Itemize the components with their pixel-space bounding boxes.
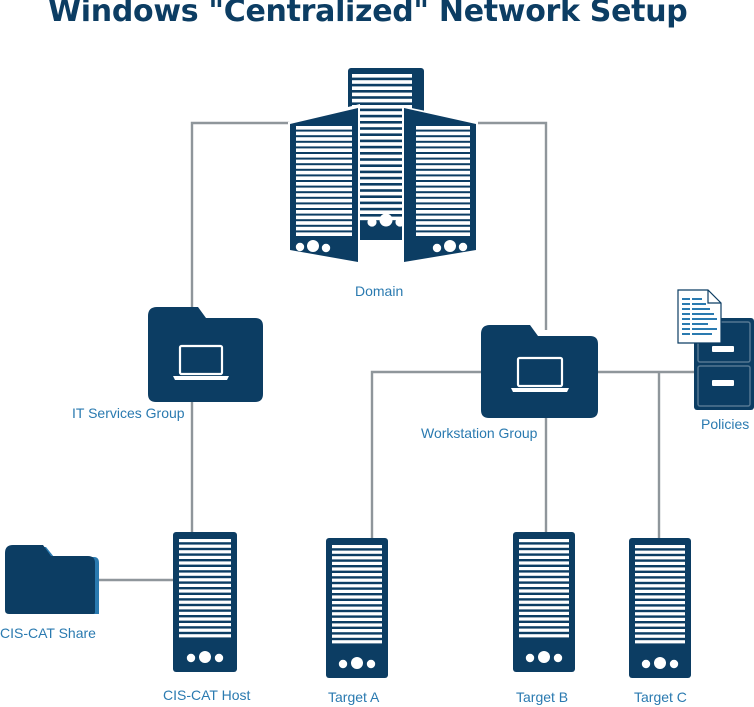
connector-domain-it-services — [190, 121, 290, 312]
document-icon — [677, 289, 722, 344]
cis-cat-share-label: CIS-CAT Share — [0, 625, 96, 641]
laptop-icon — [511, 356, 569, 392]
laptop-icon — [173, 344, 229, 380]
diagram-title: Windows "Centralized" Network Setup — [48, 0, 688, 29]
target-a-label: Target A — [328, 689, 380, 705]
target-c-server-icon — [629, 538, 691, 678]
it-services-group-label: IT Services Group — [72, 405, 185, 421]
target-b-server-icon — [513, 532, 575, 672]
connector-lines — [98, 121, 694, 582]
cis-cat-host-label: CIS-CAT Host — [163, 687, 251, 703]
target-a-server-icon — [326, 538, 388, 678]
workstation-folder-icon — [481, 325, 598, 418]
server-cluster-icon — [288, 68, 478, 264]
connector-domain-workstation — [478, 121, 548, 330]
it-services-folder-icon — [148, 307, 263, 402]
cis-cat-share-folder-icon — [5, 545, 99, 614]
workstation-group-label: Workstation Group — [421, 425, 538, 441]
target-c-label: Target C — [634, 689, 687, 705]
target-b-label: Target B — [516, 689, 569, 705]
domain-server-left — [288, 104, 360, 264]
cis-cat-host-server-icon — [173, 532, 237, 672]
policies-label: Policies — [701, 416, 750, 432]
connector-workstation-target-a — [370, 370, 482, 538]
filing-cabinet-document-icon — [677, 289, 754, 410]
domain-label: Domain — [355, 283, 404, 299]
domain-server-right — [402, 106, 478, 264]
